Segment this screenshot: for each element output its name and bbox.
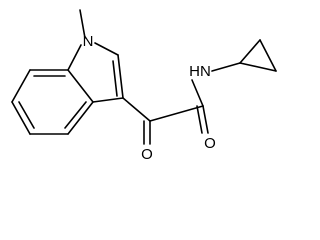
bond-cyclopropyl-1 [239, 62, 277, 72]
bond-c6-c5-a [11, 101, 31, 135]
bond-c3-carbonyl [122, 97, 151, 122]
bond-cyclopropyl-2 [259, 39, 277, 72]
atom-label-amide-oxygen: O [204, 135, 216, 152]
atom-label-amide-nh: HN [189, 63, 211, 80]
bond-c3a-c7a [67, 69, 94, 103]
bond-c6-c5-b [18, 101, 35, 129]
bond-n1-c2 [94, 42, 119, 56]
bond-c7-c6 [11, 69, 31, 103]
atom-label-indole-nitrogen: N [83, 33, 94, 50]
bond-c2-c3-a [117, 54, 124, 99]
molecule-structure-diagram: N HN O O [11, 9, 277, 163]
atom-label-ketone-oxygen: O [141, 146, 153, 163]
bond-n-methyl [79, 9, 86, 39]
bond-c4-c3a-b [64, 101, 87, 129]
bond-amide-co-a [202, 105, 209, 134]
bond-c3-c3a [92, 97, 124, 103]
bond-cyclopropyl-3 [239, 39, 261, 64]
bond-amide-cn [191, 79, 204, 107]
bond-carbonyl-amide [149, 105, 204, 122]
bond-amide-co-b [196, 105, 203, 134]
bond-c7a-n1 [67, 44, 82, 71]
bond-lines [11, 9, 277, 145]
bond-n-cyclopropyl [211, 62, 241, 72]
bond-c2-c3-b [112, 60, 118, 97]
bond-c4-c3a-a [67, 101, 94, 135]
atom-labels: N HN O O [83, 33, 216, 163]
